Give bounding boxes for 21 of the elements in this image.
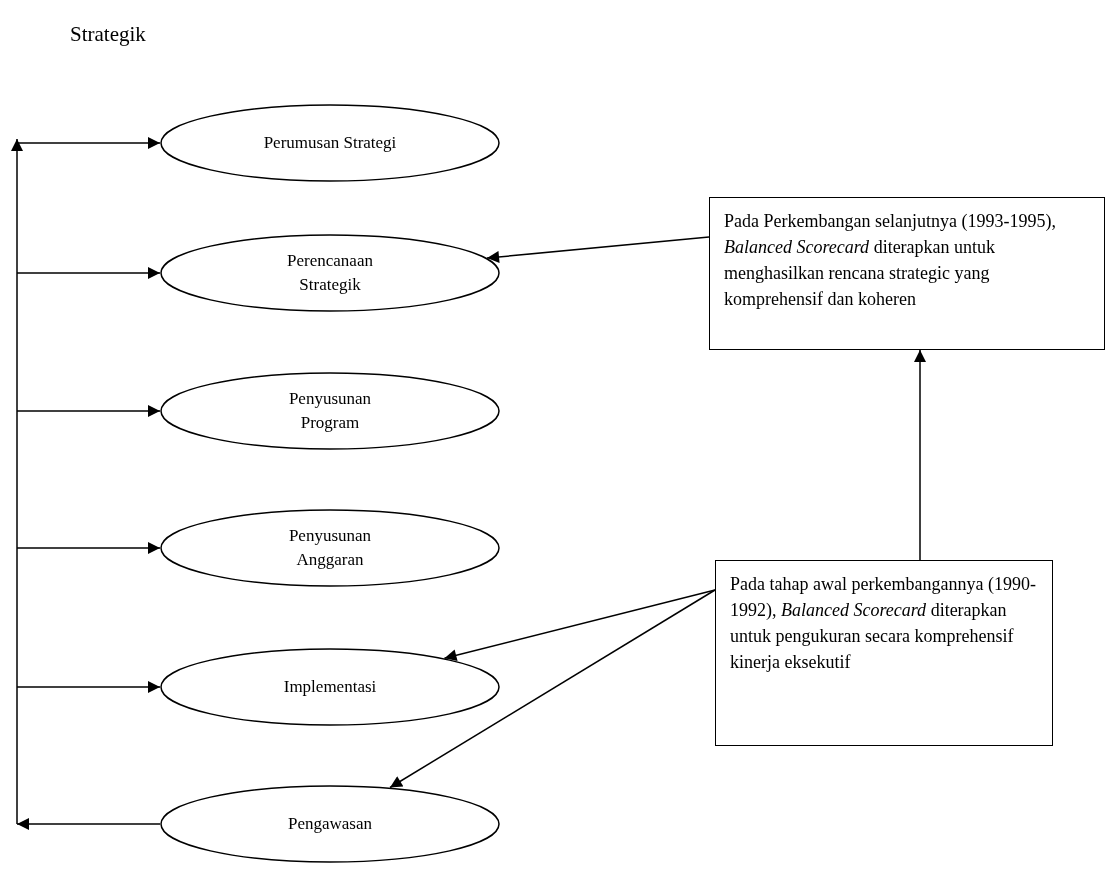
arrow: [443, 589, 716, 662]
note-text: Pada tahap awal perkembangannya (1990-1992), Balanced Scorecard diterapkan untuk pengukuran secara komprehensif kinerja eksekutif: [730, 573, 1037, 675]
note-text: Pada Perkembangan selanjutnya (1993-1995), Balanced Scorecard diterapkan untuk menghasilkan rencana strategic yang komprehensif dan koheren: [724, 210, 1057, 312]
arrow: [16, 267, 161, 279]
diagram-title: Strategik: [70, 22, 146, 47]
ellipse-label: Penyusunan Program: [287, 388, 373, 434]
ellipse-label: Pengawasan: [288, 813, 372, 836]
arrow: [16, 681, 161, 693]
arrow: [914, 349, 926, 561]
ellipse-label: Penyusunan Anggaran: [287, 525, 373, 571]
arrow: [16, 405, 161, 417]
arrow: [16, 542, 161, 554]
ellipse-label: Perencanaan Strategik: [286, 250, 374, 296]
arrow: [486, 236, 710, 263]
arrow: [16, 137, 161, 149]
note-box: [709, 197, 1105, 350]
note-box: [715, 560, 1053, 746]
feedback-arrow: [11, 138, 161, 830]
ellipse-label: Perumusan Strategi: [263, 132, 397, 155]
arrow: [389, 589, 716, 789]
ellipse-label: Implementasi: [283, 676, 377, 699]
